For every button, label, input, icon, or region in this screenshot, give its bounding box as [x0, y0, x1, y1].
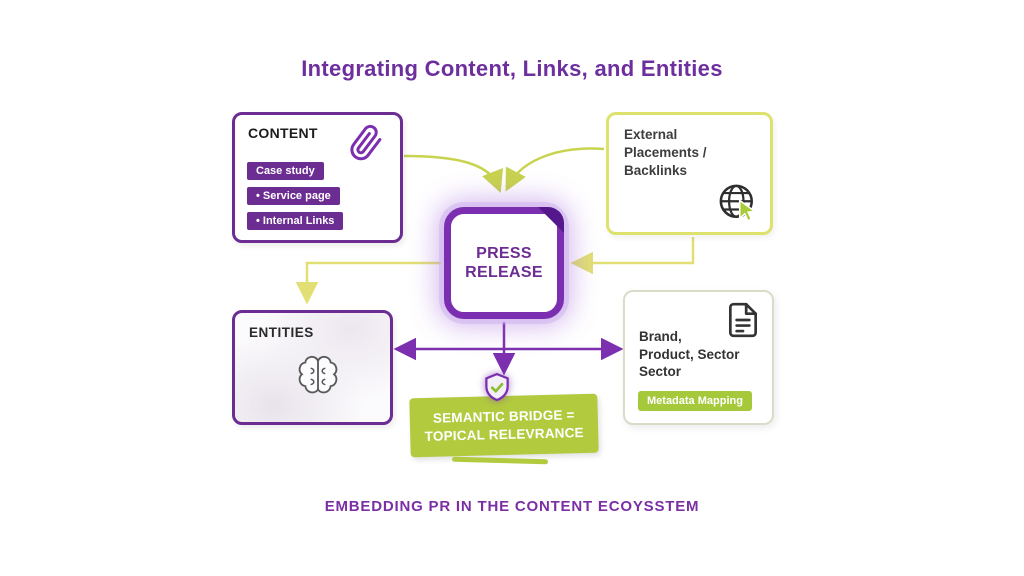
press-release-node: PRESS RELEASE [444, 207, 564, 319]
semantic-bridge-line: TOPICAL RELEVRANCE [424, 425, 584, 444]
external-label-line: Backlinks [624, 163, 688, 179]
external-label-line: Placements / [624, 145, 707, 161]
content-tag: • Service page [247, 187, 340, 205]
brand-label-line: Brand, [639, 329, 682, 344]
content-tag-list: Case study • Service page • Internal Lin… [247, 162, 344, 230]
brain-icon [291, 349, 345, 403]
brand-label-line: Sector [639, 364, 682, 380]
entities-box: ENTITIES [232, 310, 393, 425]
footer-caption: EMBEDDING PR IN THE CONTENT ECOYSSTEM [324, 498, 700, 515]
external-placements-label: External Placements / Backlinks [624, 126, 707, 181]
page-title: Integrating Content, Links, and Entities [301, 56, 723, 81]
brand-metadata-box: Brand, Product, Sector Sector Metadata M… [623, 290, 774, 425]
document-icon [724, 301, 762, 339]
content-box: CONTENT Case study • Service page • Inte… [232, 112, 403, 243]
external-label-line: External [624, 127, 678, 142]
content-box-title: CONTENT [248, 125, 318, 141]
shield-check-icon [482, 372, 512, 405]
semantic-bridge-line: SEMANTIC BRIDGE = [432, 407, 575, 426]
external-placements-box: External Placements / Backlinks [606, 112, 773, 235]
green-underline [451, 456, 549, 465]
press-release-line: RELEASE [465, 264, 543, 281]
globe-cursor-icon [714, 179, 762, 227]
brand-box-label: Brand, Product, Sector Sector [639, 328, 740, 381]
content-tag: Case study [247, 162, 324, 180]
brand-label-line: Product, Sector [639, 346, 740, 362]
paperclip-icon [346, 123, 387, 164]
page-fold-icon [538, 207, 564, 233]
metadata-mapping-tag: Metadata Mapping [638, 391, 752, 411]
press-release-label: PRESS RELEASE [465, 244, 543, 282]
entities-box-title: ENTITIES [249, 325, 314, 340]
press-release-line: PRESS [476, 244, 532, 262]
content-tag: • Internal Links [247, 212, 344, 230]
